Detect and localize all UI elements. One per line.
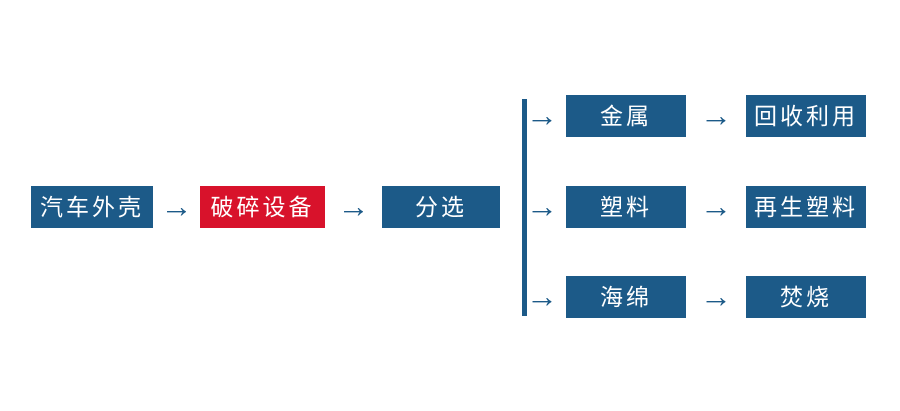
node-plastic: 塑料: [566, 186, 686, 228]
arrow-right-icon: →: [526, 188, 558, 224]
arrow-right-icon: →: [700, 278, 732, 314]
node-metal: 金属: [566, 95, 686, 137]
node-recycled-plastic: 再生塑料: [746, 186, 866, 228]
arrow-right-icon: →: [526, 97, 558, 133]
arrow-right-icon: →: [337, 188, 370, 224]
node-sorting: 分选: [382, 186, 500, 228]
branch-connector-line: [522, 99, 527, 316]
node-recycling: 回收利用: [746, 95, 866, 137]
arrow-right-icon: →: [160, 188, 193, 224]
arrow-right-icon: →: [700, 188, 732, 224]
arrow-right-icon: →: [526, 278, 558, 314]
node-incineration: 焚烧: [746, 276, 866, 318]
arrow-right-icon: →: [700, 97, 732, 133]
node-car-shell: 汽车外壳: [31, 186, 153, 228]
node-sponge: 海绵: [566, 276, 686, 318]
node-crushing-equipment: 破碎设备: [200, 186, 325, 228]
